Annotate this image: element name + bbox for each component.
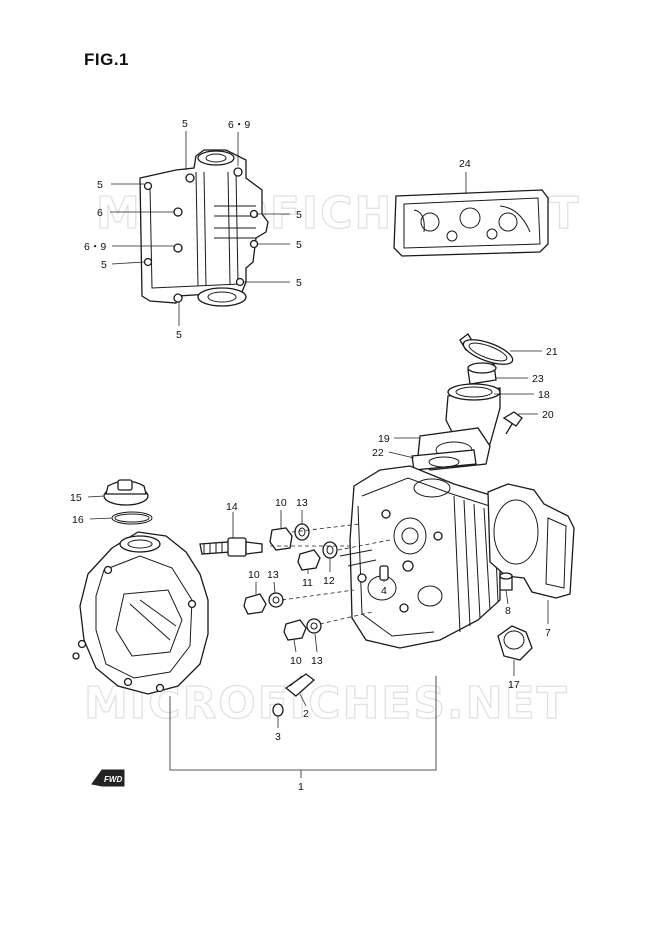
callout-17: 17 xyxy=(508,679,520,691)
callout-labels: 5 6・9 5 6 5 6・9 5 5 5 5 24 21 23 18 20 1… xyxy=(70,118,558,793)
dowel-pin-part-4 xyxy=(379,565,389,581)
callout-2: 2 xyxy=(303,708,309,720)
callout-24: 24 xyxy=(459,158,471,170)
plug-part-17 xyxy=(497,625,533,661)
gasket-part-24 xyxy=(393,189,549,257)
callout-10: 10 xyxy=(290,655,302,667)
callout-11: 11 xyxy=(302,577,313,589)
cylinder-head xyxy=(339,465,501,649)
callout-7: 7 xyxy=(545,627,551,639)
callout-12: 12 xyxy=(323,575,335,587)
callout-13: 13 xyxy=(311,655,323,667)
callout-6-9: 6・9 xyxy=(228,119,250,131)
callout-5: 5 xyxy=(182,118,188,130)
valve-cap-part-15 xyxy=(103,479,149,506)
callout-18: 18 xyxy=(538,389,550,401)
callout-5: 5 xyxy=(97,179,103,191)
cap-nut-part-10-lower xyxy=(283,619,307,641)
washer-part-13-middle xyxy=(268,592,284,608)
callout-13: 13 xyxy=(296,497,308,509)
figure-title: FIG.1 xyxy=(84,50,130,69)
callout-14: 14 xyxy=(226,501,238,513)
callout-20: 20 xyxy=(542,409,554,421)
cap-nut-part-10-upper xyxy=(269,527,293,551)
washer-part-12 xyxy=(322,541,338,559)
dowel-pin-part-8 xyxy=(499,572,513,591)
callout-1: 1 xyxy=(298,781,304,793)
callout-5: 5 xyxy=(176,329,182,341)
callout-10: 10 xyxy=(248,569,260,581)
callout-21: 21 xyxy=(546,346,558,358)
callout-6: 6 xyxy=(97,207,103,219)
spark-plug-part-14 xyxy=(199,537,263,557)
washer-part-13-upper xyxy=(294,523,310,541)
callout-8: 8 xyxy=(505,605,511,617)
callout-6-9: 6・9 xyxy=(84,241,106,253)
callout-13: 13 xyxy=(267,569,279,581)
callout-10: 10 xyxy=(275,497,287,509)
callout-5: 5 xyxy=(101,259,107,271)
callout-19: 19 xyxy=(378,433,390,445)
callout-15: 15 xyxy=(70,492,82,504)
callout-5: 5 xyxy=(296,209,302,221)
callout-3: 3 xyxy=(275,731,281,743)
nut-part-11 xyxy=(297,549,321,571)
intake-pipe-assembly xyxy=(411,333,523,471)
callout-5: 5 xyxy=(296,277,302,289)
callout-4: 4 xyxy=(381,585,387,597)
side-cover xyxy=(72,531,209,695)
callout-16: 16 xyxy=(72,514,84,526)
oring-part-16 xyxy=(111,511,153,525)
callout-23: 23 xyxy=(532,373,544,385)
washer-part-13-lower xyxy=(306,618,322,634)
oil-jet-part-2 xyxy=(284,673,316,697)
fwd-direction-arrow: FWD xyxy=(91,769,125,787)
cap-nut-part-10-middle xyxy=(243,593,267,615)
callout-22: 22 xyxy=(372,447,384,459)
fwd-label: FWD xyxy=(104,775,122,784)
oring-part-3 xyxy=(272,703,284,717)
cylinder-head-cover xyxy=(139,149,269,307)
leader-lines xyxy=(87,131,549,778)
callout-5: 5 xyxy=(296,239,302,251)
